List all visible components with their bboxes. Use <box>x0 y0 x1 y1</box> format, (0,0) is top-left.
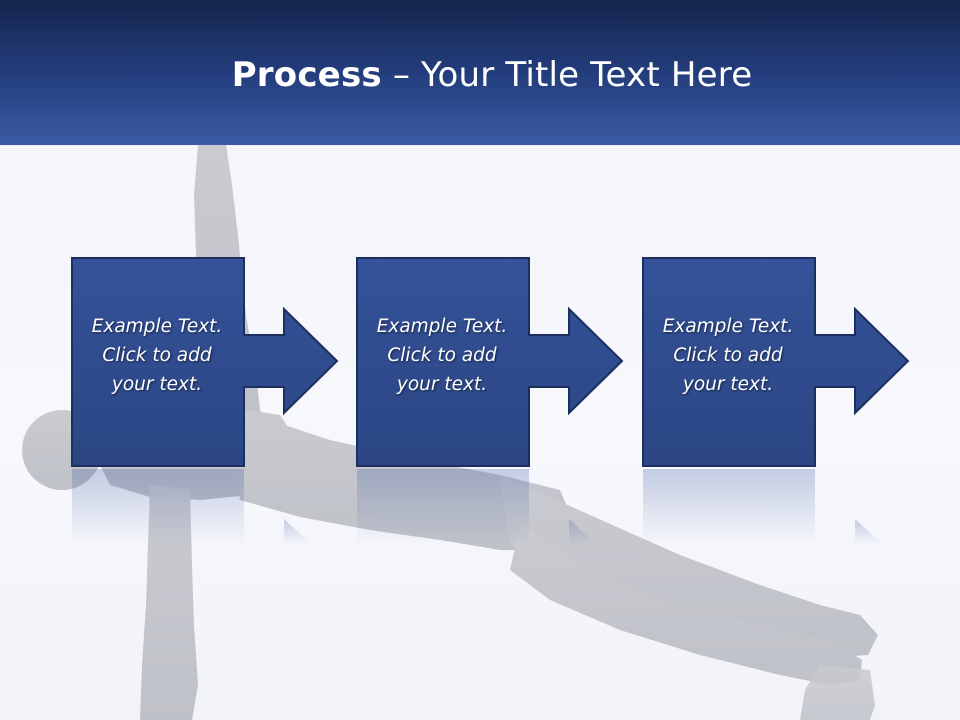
process-step-1[interactable]: Example Text. Click to add your text. <box>71 257 341 544</box>
step-text-line-3: your text. <box>111 374 203 395</box>
step-text-line-2: Click to add <box>102 345 212 366</box>
step-text-line-2: Click to add <box>673 345 783 366</box>
step-text[interactable]: Example Text. Click to add your text. <box>356 312 528 399</box>
step-text-line-2: Click to add <box>387 345 497 366</box>
step-text-line-1: Example Text. <box>376 316 508 337</box>
step-reflection <box>642 469 912 544</box>
step-arrow-shape <box>356 257 624 467</box>
title-bold-part: Process <box>231 55 382 95</box>
process-step-2[interactable]: Example Text. Click to add your text. <box>356 257 626 544</box>
slide-title[interactable]: Process – Your Title Text Here <box>0 52 960 98</box>
title-bar: Process – Your Title Text Here <box>0 0 960 145</box>
step-text-line-1: Example Text. <box>91 316 223 337</box>
step-arrow-shape <box>642 257 910 467</box>
step-text[interactable]: Example Text. Click to add your text. <box>642 312 814 399</box>
step-text-line-3: your text. <box>682 374 774 395</box>
step-text[interactable]: Example Text. Click to add your text. <box>71 312 243 399</box>
step-text-line-3: your text. <box>396 374 488 395</box>
title-rest-part: – Your Title Text Here <box>381 55 753 95</box>
step-reflection <box>356 469 626 544</box>
step-reflection <box>71 469 341 544</box>
step-text-line-1: Example Text. <box>662 316 794 337</box>
step-arrow-shape <box>71 257 339 467</box>
process-step-3[interactable]: Example Text. Click to add your text. <box>642 257 912 544</box>
